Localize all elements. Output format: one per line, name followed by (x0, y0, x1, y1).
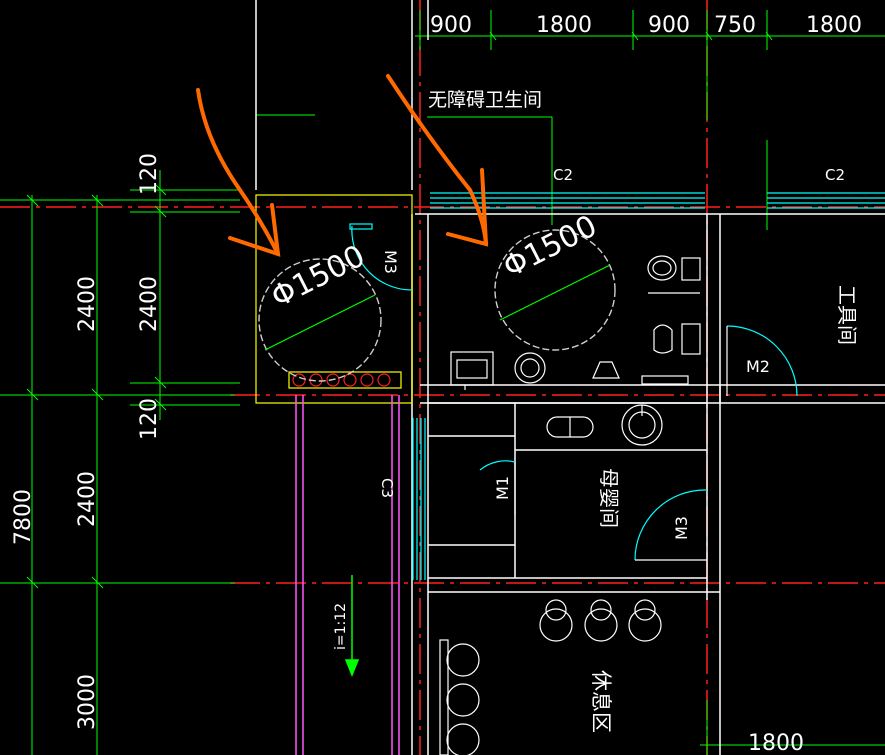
windows (412, 192, 885, 580)
wash-basin-round (514, 352, 546, 384)
dim-left-3000: 3000 (75, 674, 100, 730)
grab-bar (641, 375, 689, 385)
door-m2-swing (726, 325, 798, 397)
dim-left-2400-outer-bottom: 2400 (75, 471, 100, 527)
window-label-c3: C3 (378, 478, 396, 498)
turning-circle-label-left: Φ1500 (266, 239, 371, 316)
turning-circle-label-right: Φ1500 (498, 209, 603, 286)
top-dimension-texts: 900 1800 900 750 1800 (430, 13, 862, 38)
room-label-rest-area: 休息区 (589, 670, 613, 733)
toilet-lower (653, 323, 701, 355)
annotation-arrows (196, 74, 489, 257)
dim-left-2400-inner: 2400 (137, 276, 162, 332)
turning-circles (258, 229, 616, 382)
dim-top-1800-a: 1800 (536, 13, 592, 38)
window-label-c2-b: C2 (825, 166, 845, 184)
left-small-room (255, 194, 413, 404)
basin-mother-room (621, 404, 663, 446)
walls (255, 0, 885, 755)
urinal-basin (450, 351, 494, 390)
toilet-upper (647, 255, 701, 294)
rest-seats (439, 599, 662, 755)
sink-small (592, 361, 620, 379)
door-label-m3-right: M3 (672, 516, 691, 540)
dim-left-120-top: 120 (137, 153, 162, 195)
window-label-c2-a: C2 (553, 166, 573, 184)
door-m3-swing-left (351, 225, 413, 291)
changing-table (546, 416, 594, 438)
doors (349, 223, 798, 561)
drain-circles (292, 373, 391, 387)
room-label-mother-baby-room: 母婴间 (597, 468, 621, 528)
door-label-m3-left: M3 (381, 250, 400, 274)
ramp-slope-label: i=1:12 (333, 603, 349, 650)
fixtures (439, 255, 701, 755)
dim-top-1800-b: 1800 (806, 13, 862, 38)
door-m3-swing-right (634, 489, 708, 561)
dim-bottom-1800: 1800 (748, 731, 804, 755)
title-accessible-restroom: 无障碍卫生间 (428, 89, 542, 111)
dim-left-120-bottom: 120 (137, 398, 162, 440)
dim-left-7800: 7800 (11, 489, 36, 545)
dim-top-900-b: 900 (648, 13, 690, 38)
door-label-m1: M1 (493, 476, 512, 500)
left-dimension-texts: 120 2400 2400 120 2400 7800 3000 (11, 153, 162, 730)
arrow-right (386, 74, 488, 246)
dim-top-750: 750 (714, 13, 756, 38)
door-label-m2: M2 (746, 357, 770, 376)
arrow-left (196, 88, 280, 256)
room-label-tool-room: 工具间 (835, 285, 859, 345)
dim-top-900-a: 900 (430, 13, 472, 38)
ramp (295, 395, 400, 755)
dim-left-2400-outer-top: 2400 (75, 276, 100, 332)
door-m1-swing (479, 460, 516, 471)
